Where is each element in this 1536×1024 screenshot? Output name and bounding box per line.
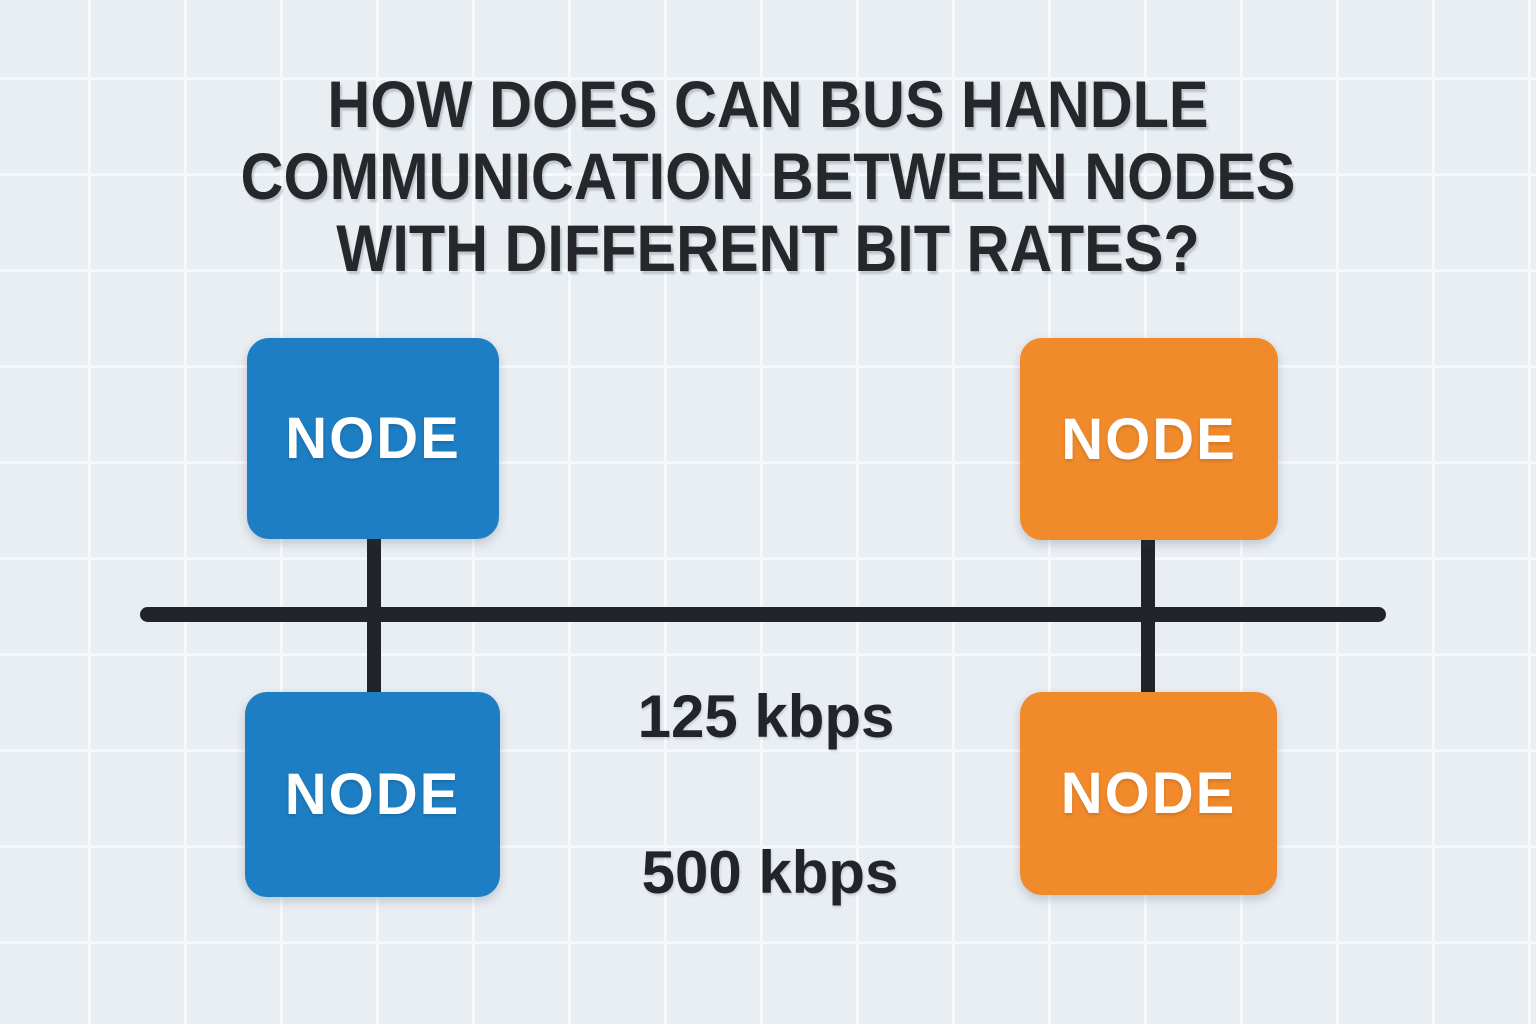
node-top-left: NODE [247, 338, 499, 539]
bit-rate-label-500: 500 kbps [641, 839, 899, 906]
node-label: NODE [284, 762, 461, 827]
bit-rate-label-125: 125 kbps [637, 683, 895, 750]
can-bus-line [140, 607, 1386, 622]
node-bottom-right: NODE [1020, 692, 1277, 895]
node-bottom-left: NODE [245, 692, 500, 897]
title-line-2: COMMUNICATION BETWEEN NODES [240, 139, 1296, 213]
title-line-3: WITH DIFFERENT BIT RATES? [336, 211, 1200, 285]
node-top-right: NODE [1020, 338, 1278, 540]
page-title: HOW DOES CAN BUS HANDLE COMMUNICATION BE… [77, 68, 1459, 284]
node-label: NODE [1060, 761, 1237, 826]
title-line-1: HOW DOES CAN BUS HANDLE [327, 67, 1209, 141]
node-label: NODE [1061, 406, 1237, 472]
node-label: NODE [285, 406, 461, 471]
